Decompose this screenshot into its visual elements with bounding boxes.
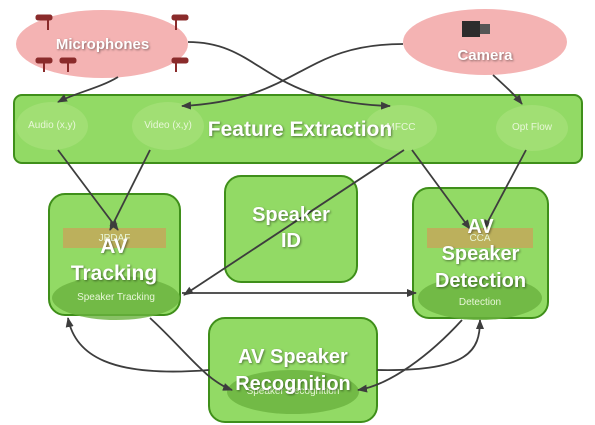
speaker-recognition-ellipse [227,370,359,414]
mfcc-feature-label: MFCC [386,122,416,133]
feature-extraction-label: Feature Extraction [207,118,393,141]
detection-label: Detection [458,297,502,308]
mic-to-audio-arrow [57,76,119,103]
camera-node [403,9,567,75]
camera-label: Camera [457,46,513,64]
detection-ellipse [418,276,542,320]
jpdaf-bar [63,228,166,248]
mfcc-to-detection-arrow [411,149,471,230]
microphones-node [16,10,188,78]
microphones-label: Microphones [55,35,150,53]
audio-feature-label: Audio (x,y) [28,120,76,131]
av-speaker-detection-label: AV Speaker Detection [434,215,527,292]
camera-icon [462,21,490,37]
video-feature-label: Video (x,y) [144,120,192,131]
av-speaker-recognition-label: AV Speaker Recognition [235,346,351,395]
optflow-to-detection-arrow [483,149,527,230]
speaker-recognition-label: Speaker Recognition [246,386,340,397]
camera-to-video-arrow [181,43,404,110]
jpdaf-label: JPDAF [98,233,131,244]
microphone-icon [35,14,189,72]
video-to-tracking-arrow [109,149,151,231]
speaker-id-label: Speaker ID [252,204,330,252]
camera-to-optflow-arrow [492,74,523,105]
video-feature-ellipse [132,102,204,150]
detection-to-recognition-arrow [357,319,463,393]
av-tracking-label: AV Tracking [70,235,158,285]
mfcc-to-tracking-arrow [183,149,405,296]
recognition-to-detection-arrow [376,319,484,371]
speaker-tracking-label: Speaker Tracking [77,292,155,303]
mic-to-mfcc-arrow [187,41,391,110]
audio-to-tracking-arrow [57,149,119,231]
cca-bar [427,228,533,248]
audio-feature-ellipse [16,102,88,150]
cca-label: CCA [469,233,491,244]
mfcc-feature-ellipse [365,105,437,151]
optical-flow-label: Opt Flow [511,122,552,133]
speaker-tracking-ellipse [52,276,180,320]
tracking-to-recognition-arrow [149,317,233,391]
recognition-to-tracking-arrow [65,317,210,373]
optical-flow-ellipse [496,105,568,151]
